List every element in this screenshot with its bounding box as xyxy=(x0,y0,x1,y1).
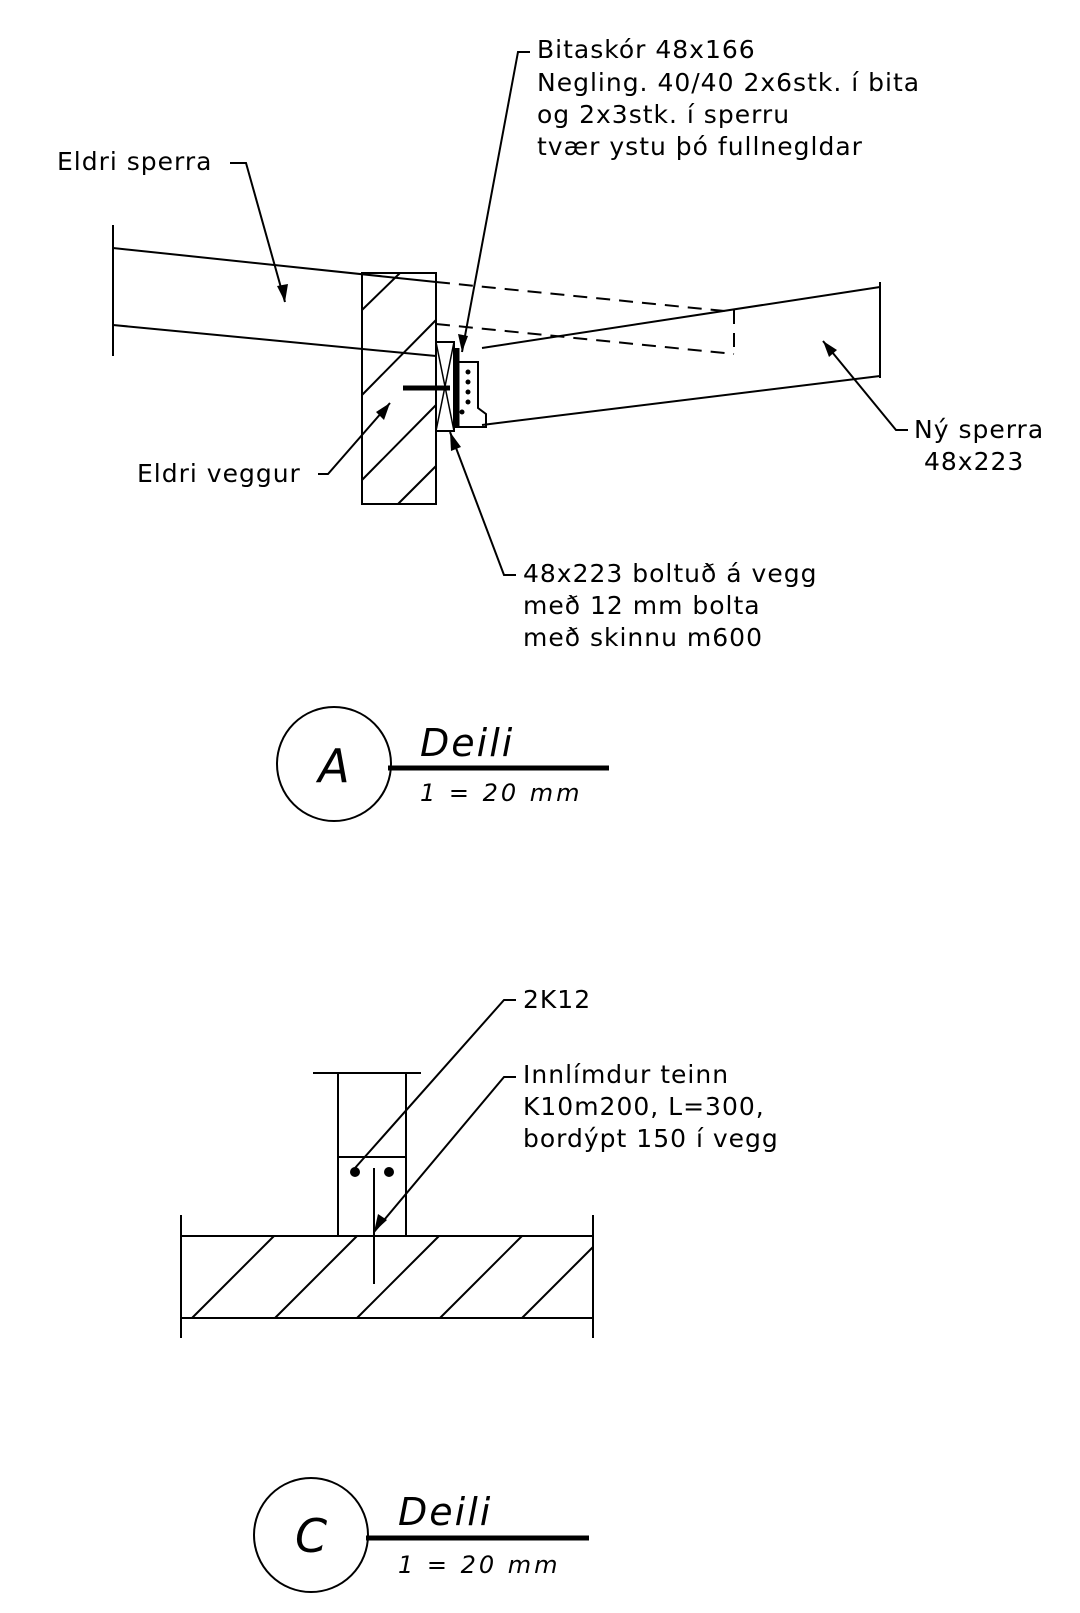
new-rafter-label-line-1: Ný sperra xyxy=(914,415,1044,444)
ledger-label-line-2: með 12 mm bolta xyxy=(523,591,761,620)
detail-c-labels: 2K12 Innlímdur teinn K10m200, L=300, bor… xyxy=(523,985,779,1153)
leader-lines xyxy=(230,51,908,576)
detail-c-name: Deili xyxy=(398,1490,492,1534)
detail-a-title: A Deili 1 = 20 mm xyxy=(276,706,609,822)
hanger-label-line-1: Bitaskór 48x166 xyxy=(537,35,756,64)
old-rafter-label: Eldri sperra xyxy=(57,147,213,176)
dowel-label-line-2: K10m200, L=300, xyxy=(523,1092,765,1121)
dowel-label-line-1: Innlímdur teinn xyxy=(523,1060,729,1089)
new-rafter xyxy=(481,282,881,426)
hanger-label-line-4: tvær ystu þó fullnegldar xyxy=(537,132,863,161)
detail-c-title: C Deili 1 = 20 mm xyxy=(253,1477,589,1593)
ledger-board xyxy=(403,341,455,432)
old-rafter xyxy=(112,225,437,357)
rebar-label: 2K12 xyxy=(523,985,591,1014)
old-wall-label: Eldri veggur xyxy=(137,459,301,488)
old-rafter-dashed-outline xyxy=(435,281,735,356)
detail-a-labels: Bitaskór 48x166 Negling. 40/40 2x6stk. í… xyxy=(57,35,1044,652)
slab xyxy=(180,1215,594,1338)
detail-c-leaders xyxy=(354,999,516,1233)
detail-c-scale: 1 = 20 mm xyxy=(398,1551,561,1579)
dowel-label-line-3: bordýpt 150 í vegg xyxy=(523,1124,779,1153)
wall-on-slab xyxy=(313,1072,421,1284)
new-rafter-label-line-2: 48x223 xyxy=(924,447,1024,476)
detail-a-letter: A xyxy=(315,739,349,793)
detail-a-name: Deili xyxy=(420,721,514,765)
detail-a: Bitaskór 48x166 Negling. 40/40 2x6stk. í… xyxy=(57,35,1044,822)
detail-a-scale: 1 = 20 mm xyxy=(420,779,583,807)
hanger-label-line-3: og 2x3stk. í sperru xyxy=(537,100,790,129)
detail-c: 2K12 Innlímdur teinn K10m200, L=300, bor… xyxy=(180,985,779,1593)
ledger-label-line-3: með skinnu m600 xyxy=(523,623,763,652)
hanger-label-line-2: Negling. 40/40 2x6stk. í bita xyxy=(537,68,920,97)
joist-hanger xyxy=(453,348,487,428)
ledger-label-line-1: 48x223 boltuð á vegg xyxy=(523,559,817,588)
detail-c-letter: C xyxy=(295,1509,327,1563)
